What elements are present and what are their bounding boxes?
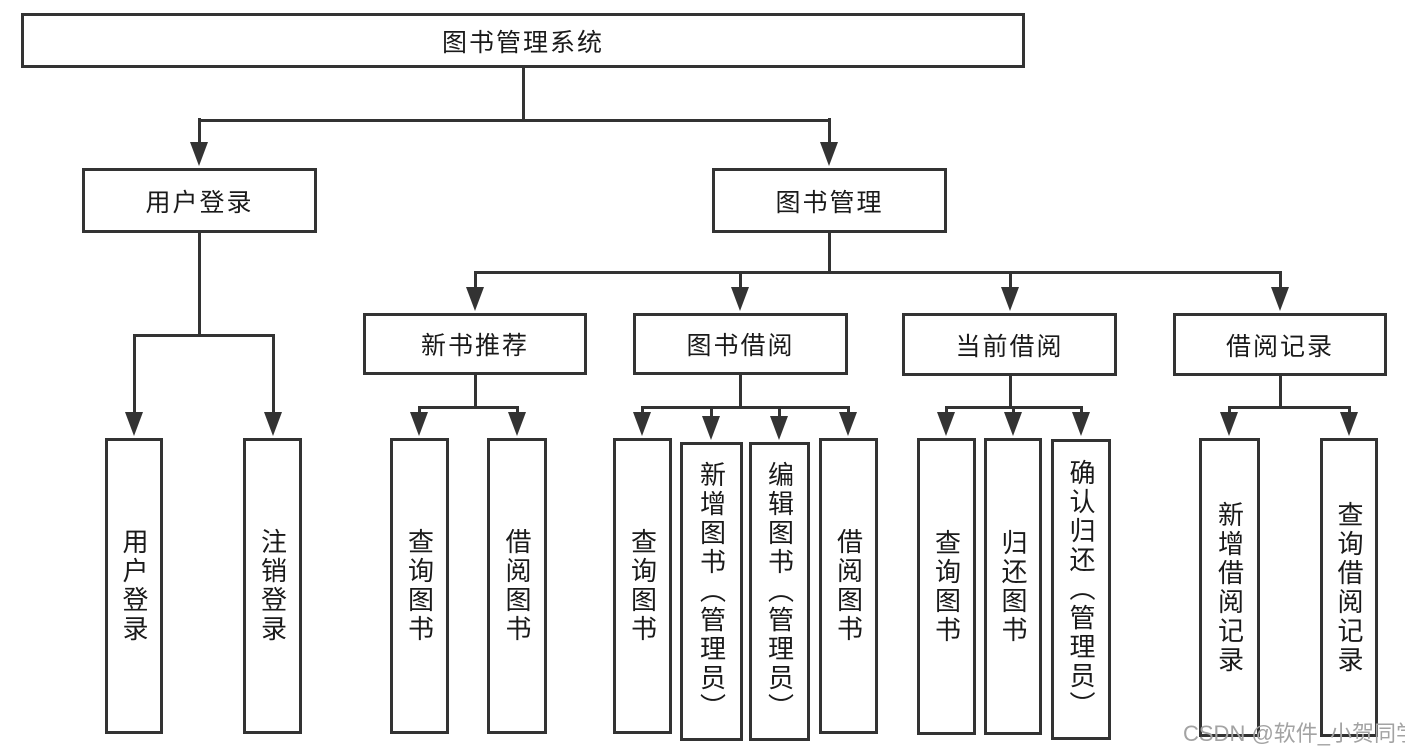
arrowhead-icon [1001,287,1019,311]
node-new-book-recommend: 新书推荐 [363,313,587,375]
node-book-management: 图书管理 [712,168,947,233]
connector-line [473,375,477,408]
leaf-user-login: 用户登录 [105,438,163,734]
arrowhead-icon [1271,287,1289,311]
connector-line [197,233,201,336]
connector-line [1227,405,1351,409]
connector-line [132,334,136,418]
connector-line [1278,375,1282,408]
leaf-query-books-borrowing: 查询图书 [613,438,672,734]
connector-line [1278,271,1282,293]
leaf-borrow-books-recommend: 借阅图书 [487,438,547,734]
connector-line [827,118,831,148]
leaf-add-borrow-record: 新增借阅记录 [1199,438,1260,737]
connector-line [197,118,831,122]
arrowhead-icon [190,142,208,166]
leaf-borrow-books-borrowing: 借阅图书 [819,438,878,734]
arrowhead-icon [410,412,428,436]
connector-line [1008,271,1012,293]
connector-line [709,406,713,422]
connector-line [473,271,477,293]
csdn-watermark: CSDN @软件_小贺同学 [1183,721,1405,746]
arrowhead-icon [264,412,282,436]
leaf-return-books: 归还图书 [984,438,1042,735]
connector-line [417,405,519,409]
arrowhead-icon [937,412,955,436]
connector-line [197,118,201,148]
arrowhead-icon [466,287,484,311]
connector-line [473,270,1282,274]
node-current-borrowing: 当前借阅 [902,313,1117,376]
arrowhead-icon [1072,412,1090,436]
leaf-confirm-return-admin: 确认归还（管理员） [1051,439,1111,740]
connector-line [640,405,850,409]
leaf-logout: 注销登录 [243,438,302,734]
connector-line [1008,375,1012,408]
arrowhead-icon [1340,412,1358,436]
arrowhead-icon [633,412,651,436]
connector-line [777,406,781,422]
connector-line [271,334,275,418]
arrowhead-icon [125,412,143,436]
arrowhead-icon [702,416,720,440]
arrowhead-icon [820,142,838,166]
arrowhead-icon [1004,412,1022,436]
node-library-management-system: 图书管理系统 [21,13,1025,68]
connector-line [738,375,742,408]
arrowhead-icon [770,416,788,440]
connector-line [132,333,275,337]
leaf-query-books-current: 查询图书 [917,438,976,735]
leaf-query-books-recommend: 查询图书 [390,438,449,734]
arrowhead-icon [839,412,857,436]
connector-line [827,233,831,273]
connector-line [738,271,742,293]
connector-line [521,68,525,120]
node-borrowing-records: 借阅记录 [1173,313,1387,376]
leaf-add-books-admin: 新增图书（管理员） [680,442,743,741]
leaf-edit-books-admin: 编辑图书（管理员） [749,442,810,741]
node-user-login: 用户登录 [82,168,317,233]
arrowhead-icon [508,412,526,436]
arrowhead-icon [731,287,749,311]
arrowhead-icon [1220,412,1238,436]
node-book-borrowing: 图书借阅 [633,313,848,375]
leaf-query-borrow-record: 查询借阅记录 [1320,438,1378,737]
